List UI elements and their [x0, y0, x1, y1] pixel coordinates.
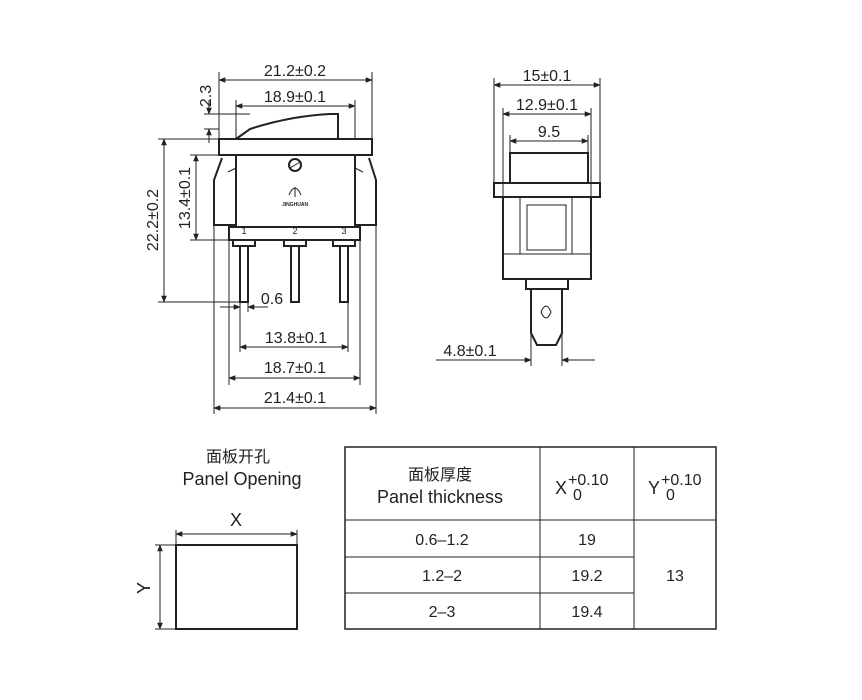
pin-2 [290, 239, 300, 303]
side-body [502, 196, 592, 280]
thickness-table: 面板厚度 Panel thickness X +0.10 0 Y +0.10 0… [344, 446, 717, 630]
side-terminal-base [525, 278, 569, 290]
side-flange [493, 182, 601, 198]
y-col-tol-plus: +0.10 [661, 472, 702, 489]
y-col-main: Y [648, 478, 660, 498]
left-clip [213, 157, 236, 226]
table-row-2-x: 19.2 [571, 568, 602, 585]
y-col-tol-minus: 0 [666, 487, 675, 504]
panel-opening: 面板开孔 Panel Opening X Y [134, 447, 302, 630]
right-clip [355, 157, 377, 226]
side-terminal [530, 288, 563, 346]
table-row-1-x: 19 [578, 532, 596, 549]
table-row-2-thickness: 1.2–2 [422, 568, 462, 585]
dim-rocker-height: 2.3 [198, 85, 215, 107]
dim-body-height: 13.4±0.1 [177, 167, 194, 229]
dim-overall-width: 21.2±0.2 [264, 63, 326, 80]
panel-opening-title-en: Panel Opening [182, 469, 301, 489]
side-rocker [509, 152, 589, 184]
brand-logo: JINGHUAN [282, 187, 309, 208]
pin-3 [339, 239, 349, 303]
rocker-top [232, 113, 339, 140]
front-view: JINGHUAN 1 2 3 21.2±0.2 18.9±0.1 [145, 63, 377, 414]
x-col-tol-plus: +0.10 [568, 472, 609, 489]
pin-label-3: 3 [341, 226, 346, 236]
x-col-main: X [555, 478, 567, 498]
x-col-tol-minus: 0 [573, 487, 582, 504]
dim-base-width: 21.4±0.1 [264, 390, 326, 407]
panel-opening-title-cn: 面板开孔 [206, 447, 270, 466]
side-dim-terminal: 4.8±0.1 [443, 343, 496, 360]
dim-inner-width: 18.9±0.1 [264, 89, 326, 106]
panel-y-label: Y [134, 582, 154, 594]
table-row-1-thickness: 0.6–1.2 [415, 532, 468, 549]
x-column-header: X +0.10 0 [555, 472, 609, 504]
side-view: 15±0.1 12.9±0.1 9.5 4.8±0.1 [436, 68, 601, 366]
dim-pin-thickness: 0.6 [261, 291, 283, 308]
table-header-en: Panel thickness [377, 487, 503, 507]
side-dim-inner: 12.9±0.1 [516, 97, 578, 114]
table-header-cn: 面板厚度 [408, 465, 472, 484]
pin-label-2: 2 [292, 226, 297, 236]
pin-1 [239, 239, 249, 303]
dim-pin-span: 13.8±0.1 [265, 330, 327, 347]
side-dim-rocker: 9.5 [538, 124, 560, 141]
panel-cutout [175, 544, 298, 630]
table-row-3-thickness: 2–3 [429, 604, 456, 621]
table-row-3-x: 19.4 [571, 604, 602, 621]
panel-x-label: X [230, 510, 242, 530]
pins [232, 239, 356, 303]
y-column-header: Y +0.10 0 [648, 472, 702, 504]
logo-text: JINGHUAN [282, 202, 309, 208]
pin-label-1: 1 [241, 226, 246, 236]
table-y-value: 13 [666, 568, 684, 585]
front-flange [218, 138, 373, 156]
side-dim-overall: 15±0.1 [523, 68, 572, 85]
dim-pin-outer: 18.7±0.1 [264, 360, 326, 377]
dim-total-height: 22.2±0.2 [145, 189, 162, 251]
